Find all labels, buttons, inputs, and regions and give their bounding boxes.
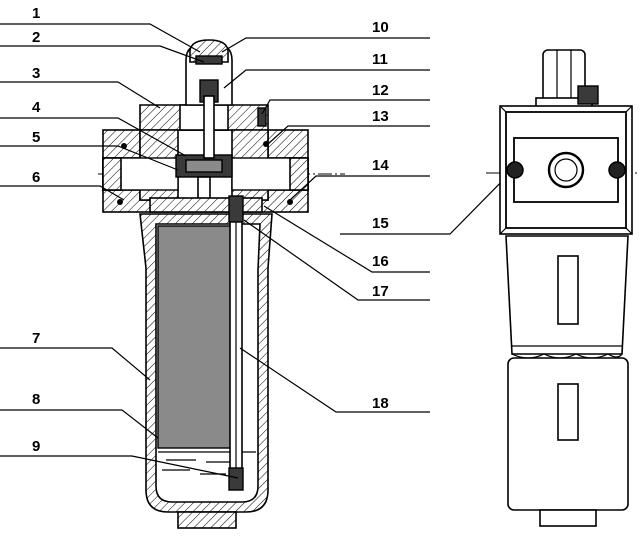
- front-sight-window-upper: [557, 255, 579, 325]
- front-screw-right: [608, 161, 626, 179]
- valve-core: [185, 159, 223, 173]
- callout-10: 10: [372, 19, 389, 36]
- callout-1: 1: [32, 5, 40, 22]
- outlet-thread: [289, 157, 309, 191]
- callout-15: 15: [372, 215, 389, 232]
- screw-left: [117, 199, 123, 205]
- callout-8: 8: [32, 391, 40, 408]
- callout-5: 5: [32, 129, 40, 146]
- callout-2: 2: [32, 29, 40, 46]
- callout-16: 16: [372, 253, 389, 270]
- front-fill-plug: [577, 85, 599, 105]
- front-sight-window-lower: [557, 383, 579, 441]
- screw-upper-right: [263, 141, 269, 147]
- callout-17: 17: [372, 283, 389, 300]
- callout-7: 7: [32, 330, 40, 347]
- callout-13: 13: [372, 108, 389, 125]
- callout-18: 18: [372, 395, 389, 412]
- callout-9: 9: [32, 438, 40, 455]
- oil-column: [157, 225, 235, 449]
- drain-plug: [177, 511, 237, 529]
- callout-14: 14: [372, 157, 389, 174]
- callout-labels: 1 2 3 4 5 6 7 8 9 10 11 12 13 14 15 16 1…: [32, 5, 389, 455]
- front-port: [547, 151, 585, 189]
- front-view: [486, 49, 640, 527]
- siphon-top: [228, 195, 244, 223]
- siphon-filter: [228, 467, 244, 491]
- callout-4: 4: [32, 99, 41, 116]
- fill-plug: [257, 107, 267, 127]
- leader-lines: [0, 23, 587, 479]
- bowl-ring: [149, 197, 263, 213]
- callout-11: 11: [372, 51, 388, 68]
- callout-3: 3: [32, 65, 40, 82]
- knob-seal: [195, 55, 223, 65]
- screw-right: [287, 199, 293, 205]
- callout-12: 12: [372, 82, 389, 99]
- section-view: [98, 39, 345, 529]
- front-screw-left: [506, 161, 524, 179]
- feed-tube: [203, 95, 215, 159]
- inlet-thread: [102, 157, 122, 191]
- callout-6: 6: [32, 169, 40, 186]
- front-drain: [539, 509, 597, 527]
